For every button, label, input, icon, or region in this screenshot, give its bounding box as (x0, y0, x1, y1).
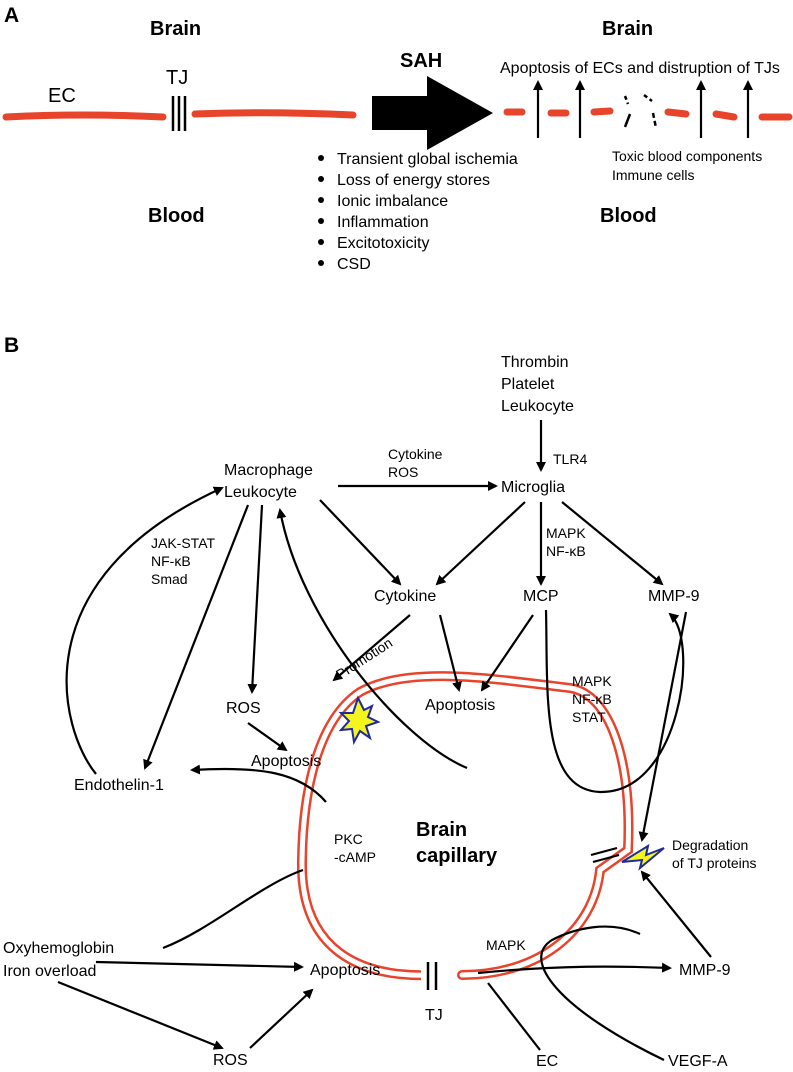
panel-a-label: A (4, 4, 19, 27)
pathway-arrows (57, 420, 712, 1061)
lightning-icon (621, 843, 665, 871)
endothelin-node: Endothelin-1 (74, 777, 164, 794)
blood-label-right: Blood (600, 205, 657, 227)
bullet-item: Inflammation (337, 214, 429, 231)
broken-tight-junction-icon (623, 94, 658, 129)
ros-upper-node: ROS (226, 700, 261, 717)
leukocyte-node: Leukocyte (224, 484, 297, 501)
brain-label-left: Brain (150, 18, 201, 40)
intact-vessel-wall-right (191, 109, 357, 119)
panel-a: A Brain Blood Brain Blood EC TJ SAH Tran… (2, 4, 793, 273)
smad-label: Smad (151, 571, 188, 587)
microglia-node: Microglia (501, 479, 565, 496)
sah-arrow (372, 76, 493, 150)
bullet-item: CSD (337, 256, 371, 273)
cytokine-ros-label-1: Cytokine (388, 446, 443, 462)
nfkb-label-2: NF-κB (546, 543, 586, 559)
sah-label: SAH (400, 50, 442, 72)
iron-overload-node: Iron overload (3, 963, 96, 980)
mmp9-bottom-node: MMP-9 (679, 962, 731, 979)
mmp9-top-node: MMP-9 (648, 588, 700, 605)
nfkb-label-3: NF-κB (572, 691, 612, 707)
degradation-label-1: Degradation (672, 837, 748, 853)
tj-label-b: TJ (425, 1007, 443, 1024)
intact-vessel-wall-left (2, 111, 167, 121)
upward-arrows (533, 80, 753, 138)
tj-label-a: TJ (166, 67, 188, 89)
jak-stat-label: JAK-STAT (151, 535, 215, 551)
thrombin-label: Thrombin (501, 354, 569, 371)
oxyhemoglobin-node: Oxyhemoglobin (3, 940, 114, 957)
stat-label: STAT (572, 709, 606, 725)
disrupted-vessel-wall (503, 107, 793, 121)
ec-label-a: EC (48, 85, 76, 107)
toxic-components-label: Toxic blood components (612, 148, 762, 164)
tight-junction-icon (590, 846, 620, 864)
platelet-label: Platelet (501, 376, 555, 393)
brain-label-right: Brain (602, 18, 653, 40)
bullet-item: Ionic imbalance (337, 193, 448, 210)
panel-b-label: B (4, 334, 19, 357)
tight-junction-icon (171, 96, 187, 131)
bullet-item: Loss of energy stores (337, 172, 490, 189)
mcp-node: MCP (523, 588, 559, 605)
camp-label: -cAMP (334, 849, 376, 865)
mapk-label-1: MAPK (546, 525, 586, 541)
nfkb-label: NF-κB (151, 553, 191, 569)
vegf-node: VEGF-A (668, 1053, 728, 1070)
cytokine-node: Cytokine (374, 588, 436, 605)
capillary-label-1: Brain (416, 819, 467, 841)
apoptosis-upper-left-node: Apoptosis (251, 753, 321, 770)
apoptosis-bottom-node: Apoptosis (310, 962, 380, 979)
degradation-label-2: of TJ proteins (672, 855, 757, 871)
burst-icon (338, 695, 381, 746)
bullet-item: Transient global ischemia (337, 151, 518, 168)
tlr4-label: TLR4 (553, 451, 587, 467)
pkc-label: PKC (334, 831, 363, 847)
capillary-wall-inner (299, 673, 631, 978)
blood-label-left: Blood (148, 205, 205, 227)
tight-junction-icon (426, 962, 438, 990)
bullet-list: Transient global ischemia Loss of energy… (318, 151, 518, 273)
ec-label-b: EC (536, 1053, 558, 1070)
bullet-item: Excitotoxicity (337, 235, 429, 252)
capillary-label-2: capillary (416, 845, 498, 867)
panel-b: B Brain capillary Thrombin Platelet Leuk… (3, 334, 757, 1070)
mapk-bottom-label: MAPK (486, 937, 526, 953)
mapk-label-2: MAPK (572, 673, 612, 689)
leukocyte-source-label: Leukocyte (501, 398, 574, 415)
apoptosis-note: Apoptosis of ECs and distruption of TJs (500, 60, 780, 77)
macrophage-node: Macrophage (224, 462, 313, 479)
cytokine-ros-label-2: ROS (388, 464, 418, 480)
immune-cells-label: Immune cells (612, 167, 694, 183)
promotion-label: Promotion (333, 634, 395, 682)
apoptosis-top-node: Apoptosis (425, 697, 495, 714)
ros-bottom-node: ROS (213, 1052, 248, 1069)
